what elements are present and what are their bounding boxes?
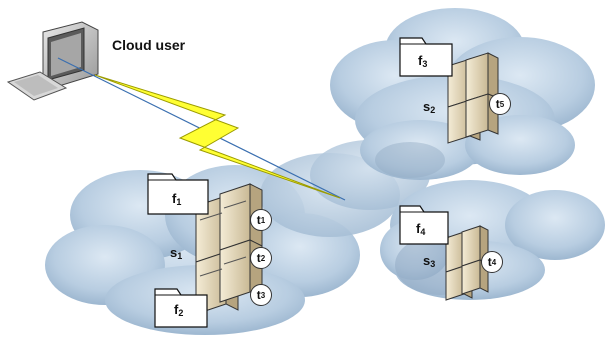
file-label-f3: f3 <box>418 53 428 69</box>
folder-icon-f3 <box>399 37 453 77</box>
lightning-bolt-icon <box>94 74 341 199</box>
server-label-s2: s2 <box>423 99 436 115</box>
server-cluster-s2 <box>447 52 499 144</box>
file-label-f4: f4 <box>416 221 426 237</box>
computer-icon <box>6 21 99 101</box>
folder-icon-f2 <box>154 288 208 328</box>
file-label-f1: f1 <box>172 191 182 207</box>
cloud-top-right <box>330 8 595 180</box>
folder-icon-f1 <box>147 173 209 215</box>
cloud-user-label: Cloud user <box>112 37 186 53</box>
file-label-f2: f2 <box>174 302 184 318</box>
folder-icon-f4 <box>399 205 449 245</box>
server-label-s1: s1 <box>170 245 183 261</box>
server-label-s3: s3 <box>423 253 436 269</box>
